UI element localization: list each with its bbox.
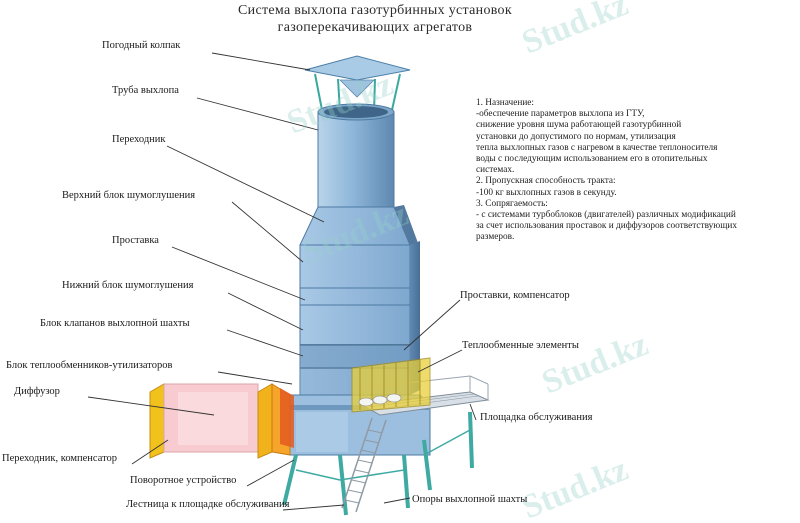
diagram-title-line-1: Система выхлопа газотурбинных установок	[238, 3, 512, 18]
transition-piece	[299, 205, 418, 246]
service-ladder	[341, 417, 387, 513]
exhaust-supports	[282, 411, 474, 516]
note-line: -обеспечение параметров выхлопа из ГТУ,	[476, 109, 645, 120]
note-line: системах.	[476, 165, 515, 176]
label-diffuser: Диффузор	[14, 386, 60, 397]
label-heat-exchange-elements: Теплообменные элементы	[462, 340, 579, 351]
label-weather-cap: Погодный колпак	[102, 40, 181, 51]
note-line: снижение уровня шума работающей газотурб…	[476, 120, 682, 131]
callout-leader-lines	[87, 52, 477, 511]
label-exhaust-pipe: Труба выхлопа	[112, 85, 179, 96]
note-line: размеров.	[476, 232, 515, 243]
label-spacer: Проставка	[112, 235, 159, 246]
label-valve-block: Блок клапанов выхлопной шахты	[40, 318, 190, 329]
note-line: установки до допустимого по нормам, утил…	[476, 131, 676, 142]
label-heat-exchanger-block: Блок теплообменников-утилизаторов	[6, 360, 173, 371]
specification-notes: 1. Назначение: -обеспечение параметров в…	[476, 98, 796, 244]
note-line: - с системами турбоблоков (двигателей) р…	[476, 210, 736, 221]
label-rotating-device: Поворотное устройство	[130, 475, 237, 486]
note-line: воды с последующим использованием его в …	[476, 154, 708, 165]
label-exhaust-supports: Опоры выхлопной шахты	[412, 494, 528, 505]
note-line: тепла выхлопных газов с нагревом в качес…	[476, 142, 718, 153]
label-transition-piece: Переходник	[112, 134, 166, 145]
diagram-title-line-2: газоперекачивающих агрегатов	[277, 20, 473, 35]
exhaust-pipe	[317, 103, 395, 208]
support-bracing	[295, 429, 471, 481]
label-lower-silencer-block: Нижний блок шумоглушения	[62, 280, 194, 291]
note-line: 1. Назначение:	[476, 98, 535, 108]
label-transition-compensator: Переходник, компенсатор	[2, 453, 118, 464]
label-upper-silencer-block: Верхний блок шумоглушения	[62, 190, 196, 201]
note-line: -100 кг выхлопных газов в секунду.	[476, 187, 617, 198]
label-service-platform: Площадка обслуживания	[480, 412, 593, 423]
diffuser	[149, 383, 294, 459]
label-spacers-compensator: Проставки, компенсатор	[460, 290, 570, 301]
weather-cap	[304, 55, 411, 113]
label-service-ladder: Лестница к площадке обслуживания	[126, 499, 290, 510]
note-line: 2. Пропускная способность тракта:	[476, 176, 616, 187]
note-line: 3. Сопрягаемость:	[476, 198, 548, 209]
note-line: за счет использования проставок и диффуз…	[476, 221, 738, 232]
heat-exchange-elements	[351, 357, 431, 413]
